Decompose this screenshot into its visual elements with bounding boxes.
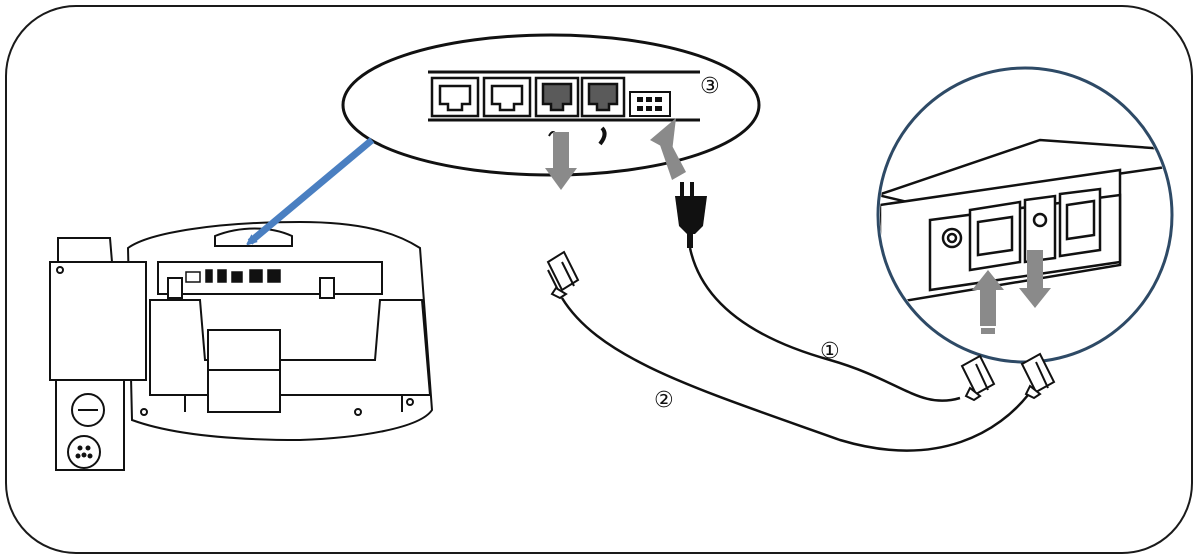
phone-ports-callout: [341, 33, 761, 177]
arrow-icon: [650, 118, 686, 180]
phone-icon: [49, 220, 434, 471]
power-plug-icon: [675, 182, 707, 248]
power-port-icon: [629, 91, 671, 117]
cable-1: [688, 247, 961, 402]
router-icon: [876, 66, 1174, 364]
arrow-icon: [250, 137, 375, 242]
arrow-icon: [545, 132, 577, 190]
ethernet-plug-icon: [1020, 352, 1056, 400]
step-1-label: ①: [820, 339, 840, 364]
ethernet-plug-icon: [960, 354, 996, 402]
arrow-icon: [972, 270, 1004, 334]
ethernet-plug-icon: [546, 250, 580, 300]
step-2-label: ②: [654, 388, 674, 413]
diagram-frame: [5, 5, 1193, 554]
step-3-label: ③: [700, 74, 720, 99]
arrow-icon: [1019, 250, 1051, 308]
cable-2: [560, 297, 1029, 452]
